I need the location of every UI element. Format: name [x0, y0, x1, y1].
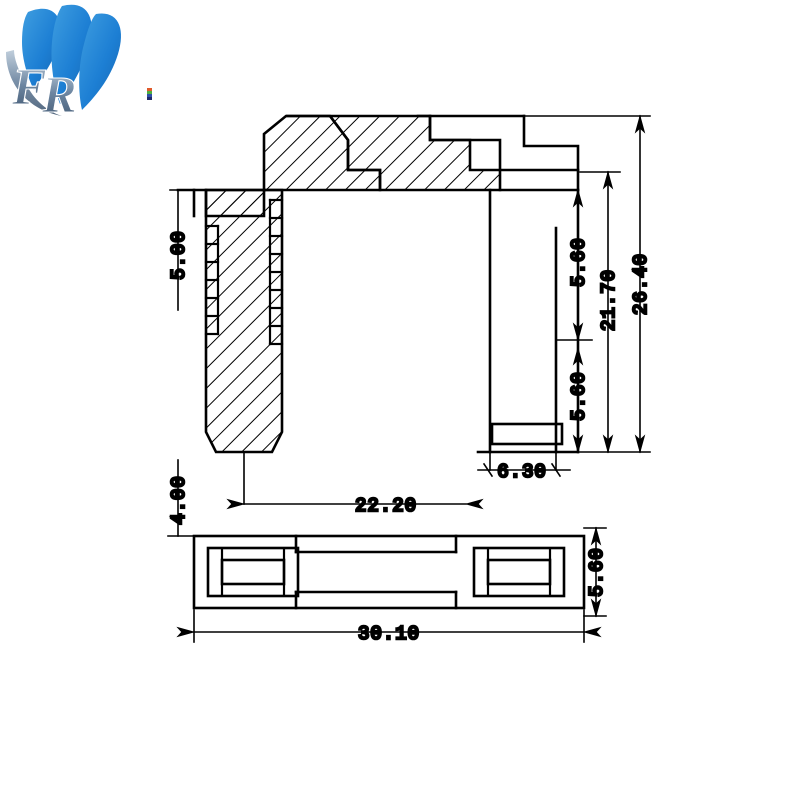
color-registration-mark [147, 88, 152, 100]
logo-letter-f: F [11, 59, 47, 116]
sectional-front-view [176, 114, 580, 505]
dim-label-5-60-bottom: 5.60 [586, 547, 608, 597]
outer-shell-upper-right [428, 114, 580, 192]
color-swatch-blue [147, 94, 152, 97]
fr-company-logo: F R [6, 4, 122, 125]
dim-tick-6-30-right [550, 462, 562, 478]
color-swatch-green [147, 91, 152, 94]
plan-left-pocket-inner [220, 558, 286, 586]
dim-label-26-40: 26.40 [630, 253, 652, 315]
dim-label-5-60-lower: 5.60 [568, 371, 590, 421]
plan-right-pocket-inner [486, 558, 552, 586]
outer-shell-step [522, 114, 580, 172]
dimension-26-40 [525, 114, 651, 454]
dimension-5-60-bottom [583, 526, 607, 618]
dimension-4-00 [167, 459, 201, 537]
thread-profile-right [268, 198, 284, 346]
logo-swoosh-middle [51, 4, 92, 104]
color-swatch-navy [147, 97, 152, 100]
plan-right-pocket [472, 546, 566, 598]
dimension-21-70 [579, 170, 621, 454]
dimension-5-00-left [169, 189, 201, 311]
dimension-5-60-upper [555, 188, 593, 342]
dimension-30-10 [176, 609, 602, 643]
dim-label-4-00: 4.00 [168, 475, 190, 525]
bottom-plan-view [192, 534, 586, 610]
logo-swoosh-group [6, 4, 122, 116]
dim-label-6-30: 6.30 [497, 461, 547, 483]
plan-left-pocket [206, 546, 300, 598]
dim-label-5-60-upper: 5.60 [568, 237, 590, 287]
logo-swoosh-left [22, 8, 61, 91]
plan-left-pocket-outer [206, 546, 300, 598]
dim-tick-6-30-left [482, 462, 494, 478]
thread-profile-left [204, 224, 220, 336]
plan-outer-body [192, 534, 586, 610]
dim-label-30-10: 30.10 [358, 623, 420, 645]
dim-label-5-00-left: 5.00 [168, 230, 190, 280]
dim-label-22-20: 22.20 [355, 495, 417, 517]
color-swatch-orange [147, 88, 152, 91]
plan-right-pocket-outer [472, 546, 566, 598]
dimension-6-30 [477, 462, 571, 478]
logo-swoosh-tail [6, 50, 62, 116]
logo-letter-r: R [41, 67, 77, 124]
bottom-cavity-pocket [490, 422, 564, 446]
dim-label-21-70: 21.70 [598, 269, 620, 331]
logo-swoosh-right [79, 13, 122, 110]
